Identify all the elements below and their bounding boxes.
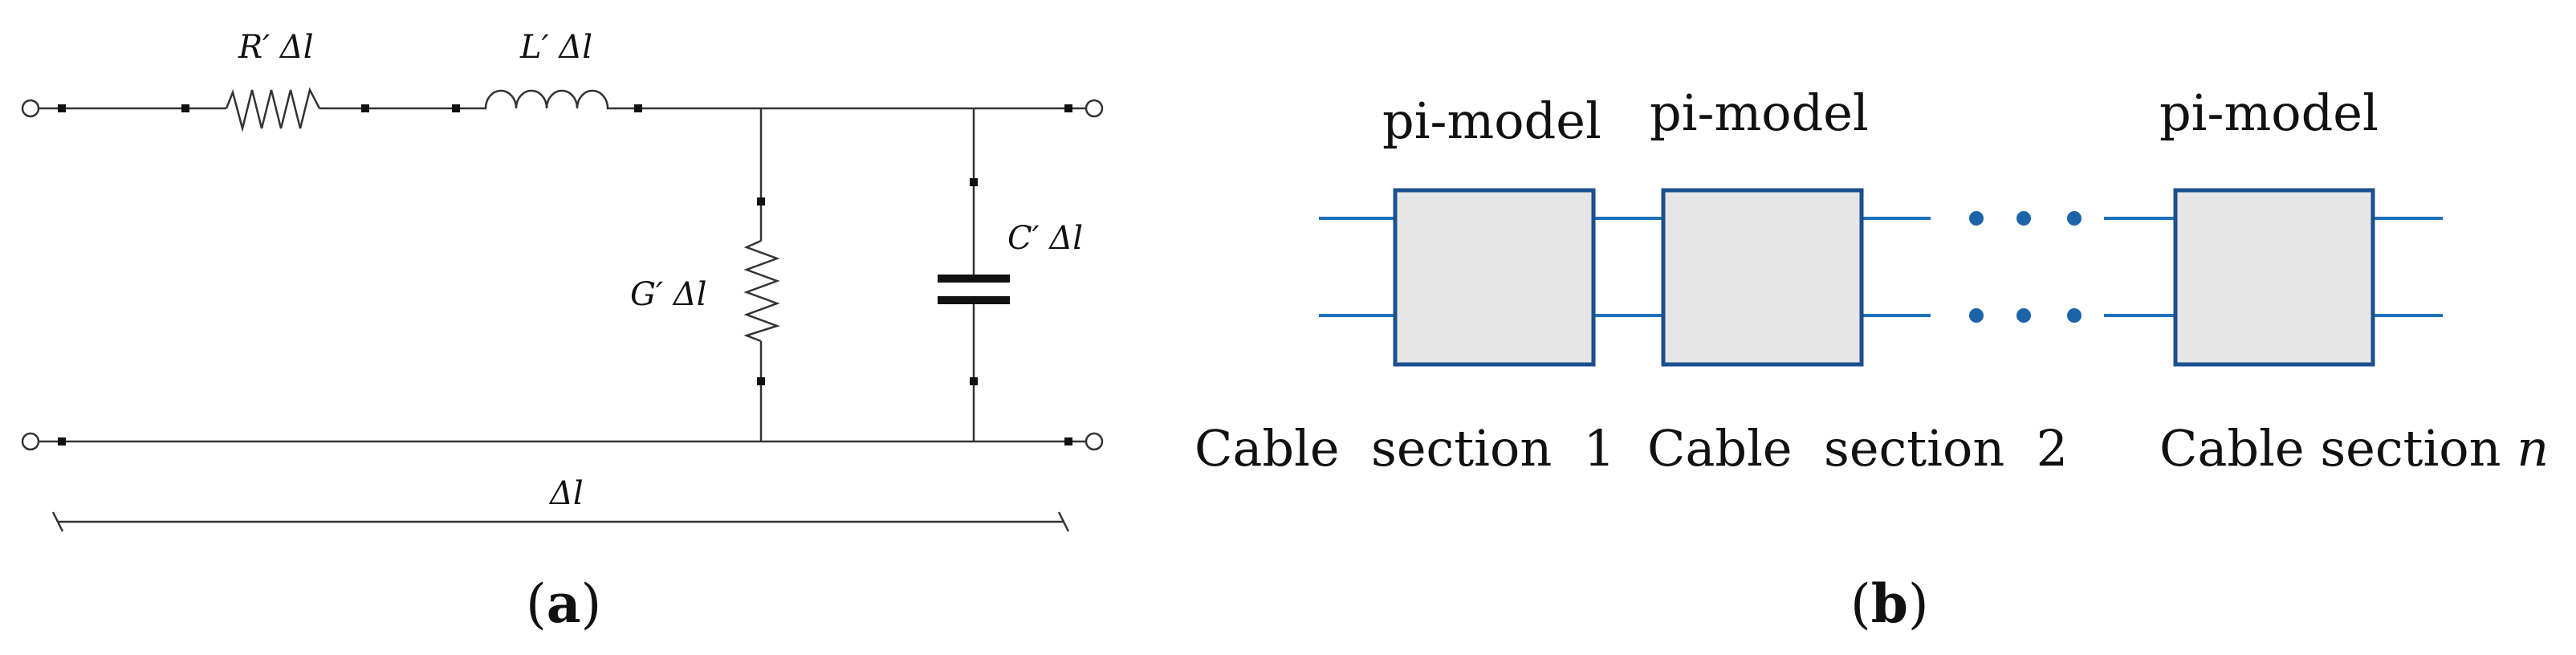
ellipsis-dots <box>1969 211 2082 323</box>
inductor-label: L′ Δl <box>519 29 592 66</box>
length-dimension-line <box>51 511 1070 532</box>
cable-section-label-1: Cable section 1 <box>1194 419 1615 478</box>
capacitor-plate-top <box>938 275 1010 283</box>
pi-model-box-n <box>2173 188 2375 367</box>
pi-model-label-2: pi-model <box>1650 83 1869 142</box>
cascade-wires <box>1319 217 2443 317</box>
terminal-top-left <box>21 99 40 118</box>
panel-b-cascade: pi-model pi-model pi-model Cable section… <box>1194 83 2549 635</box>
length-label: Δl <box>548 475 584 512</box>
panel-a-circuit: R′ Δl L′ Δl G′ Δl C′ Δl Δl (a) <box>21 29 1104 635</box>
terminal-bottom-left <box>21 432 40 451</box>
pi-model-box-1 <box>1393 188 1596 367</box>
shunt-resistor <box>743 239 780 343</box>
resistor-label: R′ Δl <box>238 29 314 66</box>
series-inductor <box>459 89 612 110</box>
capacitor-label: C′ Δl <box>1007 220 1083 257</box>
cable-section-label-2: Cable section 2 <box>1647 419 2068 478</box>
node-markers <box>58 104 1072 445</box>
series-resistor <box>225 87 321 132</box>
caption-a: (a) <box>526 572 601 635</box>
terminal-bottom-right <box>1085 432 1104 451</box>
pi-model-box-2 <box>1661 188 1864 367</box>
caption-b: (b) <box>1850 572 1929 635</box>
capacitor-plate-bottom <box>938 296 1010 304</box>
pi-model-label-1: pi-model <box>1382 92 1601 150</box>
conductance-label: G′ Δl <box>630 276 706 313</box>
terminal-top-right <box>1085 99 1104 118</box>
cable-section-label-n: Cable section n <box>2159 419 2549 478</box>
pi-model-label-n: pi-model <box>2159 83 2379 142</box>
